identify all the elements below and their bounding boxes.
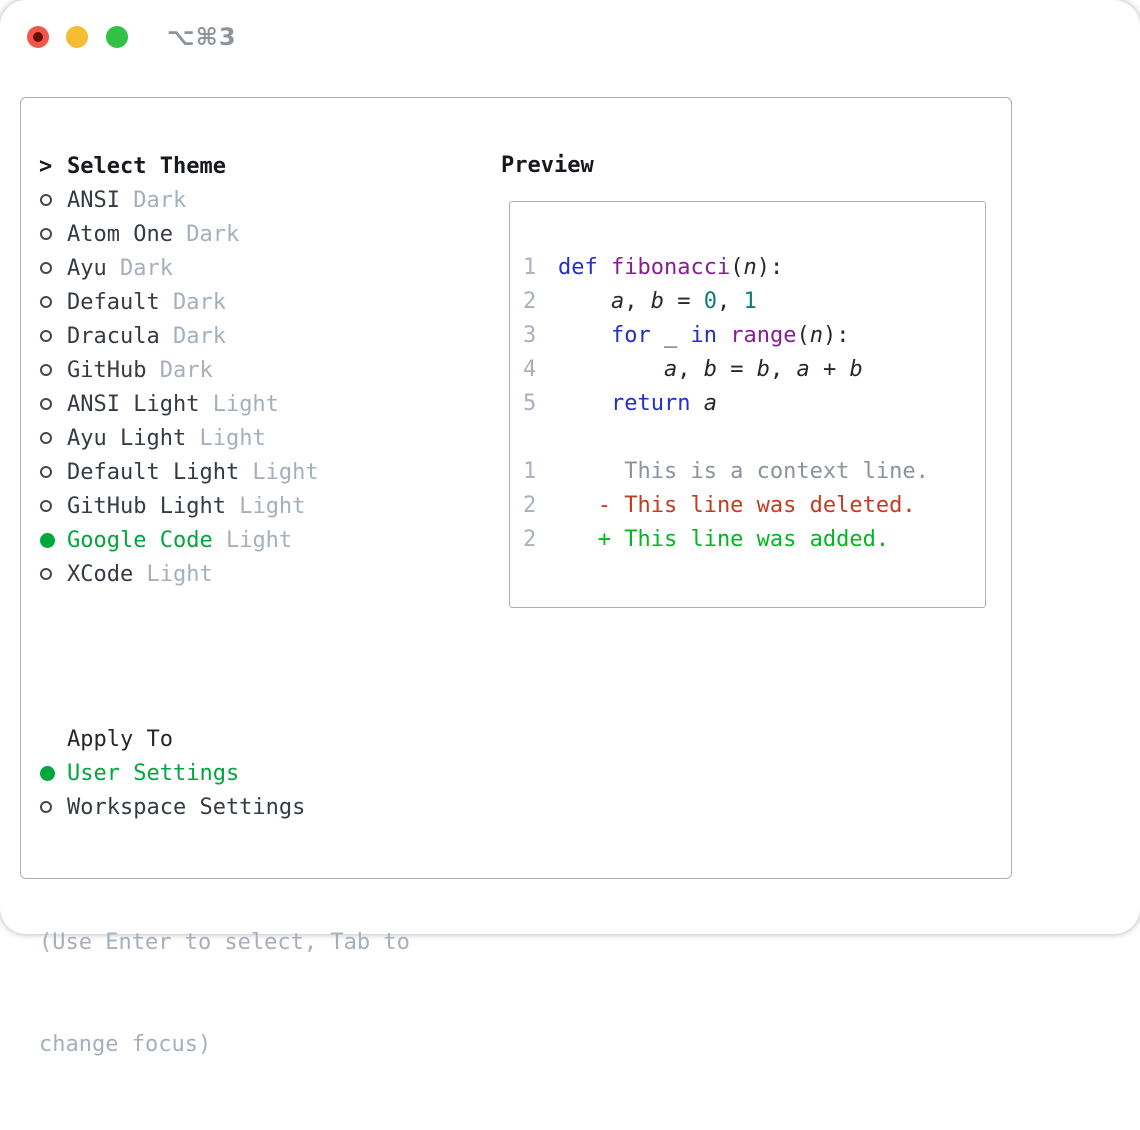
code-line: 5 return a — [523, 387, 985, 421]
theme-name: GitHub — [67, 358, 146, 383]
radio-icon — [39, 285, 67, 319]
radio-icon — [39, 455, 67, 489]
theme-variant: Light — [133, 562, 212, 587]
code-line: 2 a, b = 0, 1 — [523, 285, 985, 319]
theme-variant: Dark — [160, 290, 226, 315]
theme-option-ansi-light[interactable]: ANSI Light Light — [39, 387, 319, 421]
line-number: 3 — [523, 319, 558, 353]
help-text-line2: change focus) — [39, 1028, 410, 1062]
line-number: 2 — [523, 523, 558, 557]
diff-content: + This line was added. — [558, 523, 889, 557]
code-line: 3 for _ in range(n): — [523, 319, 985, 353]
line-number: 2 — [523, 285, 558, 319]
diff-line-context: 1 This is a context line. — [523, 455, 985, 489]
code-content: a, b = b, a + b — [558, 353, 863, 387]
close-button[interactable] — [27, 26, 49, 48]
code-content: return a — [558, 387, 717, 421]
theme-name: Dracula — [67, 324, 160, 349]
line-number: 1 — [523, 251, 558, 285]
radio-icon — [39, 217, 67, 251]
theme-option-ayu-light[interactable]: Ayu Light Light — [39, 421, 319, 455]
apply-option-label: Workspace Settings — [67, 795, 305, 820]
line-number: 5 — [523, 387, 558, 421]
radio-icon — [39, 183, 67, 217]
radio-icon — [39, 489, 67, 523]
apply-to-header: Apply To — [67, 722, 305, 756]
theme-variant: Light — [199, 392, 278, 417]
radio-icon — [39, 790, 67, 824]
theme-variant: Light — [186, 426, 265, 451]
cursor-chevron-icon: > — [39, 154, 52, 179]
radio-icon — [39, 557, 67, 591]
theme-name: GitHub Light — [67, 494, 226, 519]
window-title: ⌥⌘3 — [167, 22, 237, 52]
code-content: for _ in range(n): — [558, 319, 849, 353]
radio-icon — [39, 353, 67, 387]
title-bar: ⌥⌘3 — [0, 0, 1140, 74]
theme-name: Default — [67, 290, 160, 315]
theme-option-default-light[interactable]: Default Light Light — [39, 455, 319, 489]
preview-title: Preview — [501, 149, 594, 183]
diff-line-deleted: 2 - This line was deleted. — [523, 489, 985, 523]
diff-content: - This line was deleted. — [558, 489, 916, 523]
diff-preview: 1 This is a context line.2 - This line w… — [523, 455, 985, 557]
theme-option-github[interactable]: GitHub Dark — [39, 353, 319, 387]
theme-name: ANSI Light — [67, 392, 199, 417]
close-indicator-dot — [33, 32, 43, 42]
theme-name: Ayu Light — [67, 426, 186, 451]
diff-content: This is a context line. — [558, 455, 929, 489]
diff-line-added: 2 + This line was added. — [523, 523, 985, 557]
radio-icon — [39, 251, 67, 285]
theme-option-ayu[interactable]: Ayu Dark — [39, 251, 319, 285]
theme-option-github-light[interactable]: GitHub Light Light — [39, 489, 319, 523]
theme-name: Ayu — [67, 256, 107, 281]
apply-option-user-settings[interactable]: User Settings — [39, 756, 305, 790]
theme-option-ansi[interactable]: ANSI Dark — [39, 183, 319, 217]
help-text: (Use Enter to select, Tab to change focu… — [39, 858, 410, 1130]
theme-variant: Light — [226, 494, 305, 519]
zoom-button[interactable] — [106, 26, 128, 48]
theme-variant: Light — [239, 460, 318, 485]
apply-option-label: User Settings — [67, 761, 239, 786]
code-line: 4 a, b = b, a + b — [523, 353, 985, 387]
theme-option-atom-one[interactable]: Atom One Dark — [39, 217, 319, 251]
theme-name: XCode — [67, 562, 133, 587]
help-text-line1: (Use Enter to select, Tab to — [39, 926, 410, 960]
theme-variant: Dark — [160, 324, 226, 349]
theme-variant: Dark — [107, 256, 173, 281]
theme-name: ANSI — [67, 188, 120, 213]
theme-list-header: > Select Theme — [39, 149, 319, 183]
radio-icon — [39, 387, 67, 421]
code-content: a, b = 0, 1 — [558, 285, 757, 319]
theme-option-dracula[interactable]: Dracula Dark — [39, 319, 319, 353]
theme-option-google-code[interactable]: Google Code Light — [39, 523, 319, 557]
theme-name: Default Light — [67, 460, 239, 485]
apply-option-workspace-settings[interactable]: Workspace Settings — [39, 790, 305, 824]
theme-list-title: Select Theme — [67, 154, 226, 179]
selected-radio-icon — [39, 756, 67, 790]
theme-variant: Dark — [146, 358, 212, 383]
radio-icon — [39, 319, 67, 353]
theme-variant: Dark — [120, 188, 186, 213]
theme-option-xcode[interactable]: XCode Light — [39, 557, 319, 591]
line-number: 2 — [523, 489, 558, 523]
code-content: def fibonacci(n): — [558, 251, 783, 285]
theme-name: Atom One — [67, 222, 173, 247]
selected-radio-icon — [39, 523, 67, 557]
line-number: 1 — [523, 455, 558, 489]
theme-name: Google Code — [67, 528, 213, 553]
minimize-button[interactable] — [66, 26, 88, 48]
theme-option-default[interactable]: Default Dark — [39, 285, 319, 319]
radio-icon — [39, 421, 67, 455]
line-number: 4 — [523, 353, 558, 387]
theme-variant: Light — [213, 528, 292, 553]
theme-variant: Dark — [173, 222, 239, 247]
